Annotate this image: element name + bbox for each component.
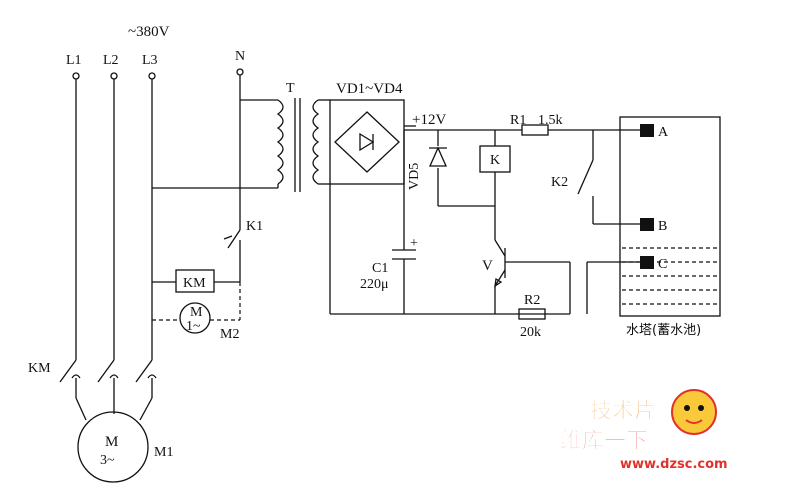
r1-value: 1.5k [538, 113, 563, 128]
electrode-c [640, 256, 654, 269]
b-label: B [658, 219, 667, 234]
watermark-bottom: 维库一下 [560, 428, 648, 454]
km-main-contacts [59, 359, 157, 421]
phase-terminals [72, 68, 244, 80]
water-tower [619, 116, 721, 317]
l1-label: L1 [66, 53, 82, 68]
n-label: N [235, 49, 245, 64]
m2-motor [179, 302, 211, 334]
c1-plus: + [410, 236, 418, 251]
electrode-a [640, 124, 654, 137]
km-coil-label: KM [183, 276, 206, 291]
m1-label: M1 [154, 445, 173, 460]
k1-label: K1 [246, 219, 263, 234]
watermark-url: www.dzsc.com [620, 457, 728, 472]
m1-motor [77, 411, 149, 483]
vd5-label: VD5 [407, 163, 422, 190]
water-surface [622, 247, 718, 305]
dc-wires [329, 129, 570, 315]
transistor-v [494, 239, 640, 314]
transformer [240, 98, 330, 192]
control-wires [152, 75, 278, 283]
k-label: K [490, 153, 500, 168]
l2-label: L2 [103, 53, 119, 68]
watermark-top: 技术片 [590, 399, 656, 424]
resistor-r2 [518, 308, 546, 320]
c1-label: C1 [372, 261, 388, 276]
vd5-diode [428, 146, 448, 167]
v-label: V [482, 258, 493, 274]
l3-label: L3 [142, 53, 158, 68]
k2-label: K2 [551, 175, 568, 190]
r1-label: R1 [510, 113, 526, 128]
capacitor-c1 [392, 249, 416, 272]
m2-phase-text: 1~ [186, 319, 201, 334]
rectifier-label: VD1~VD4 [336, 81, 403, 97]
bridge-rectifier [329, 99, 416, 185]
r2-value: 20k [520, 325, 541, 340]
c1-value: 220μ [360, 277, 389, 292]
watermark: 技术片 维库一下 www.dzsc.com [560, 389, 728, 472]
tower-label: 水塔(蓄水池) [626, 323, 701, 338]
m2-m-text: M [190, 305, 203, 320]
phase-lines [75, 79, 153, 360]
k2-contact [577, 130, 640, 225]
m1-m-text: M [105, 434, 118, 450]
m1-phase-text: 3~ [100, 453, 115, 468]
voltage-label: ~380V [128, 24, 170, 40]
m2-label: M2 [220, 327, 239, 342]
electrode-b [640, 218, 654, 231]
r2-label: R2 [524, 293, 540, 308]
km-contact-label: KM [28, 361, 51, 376]
c-label: C [658, 257, 667, 272]
t-label: T [286, 81, 295, 96]
a-label: A [658, 125, 669, 140]
km-coil [175, 269, 215, 293]
m2-dashed-link [152, 282, 241, 321]
v12-label: +12V [412, 112, 446, 128]
relay-coil-k [479, 145, 511, 173]
